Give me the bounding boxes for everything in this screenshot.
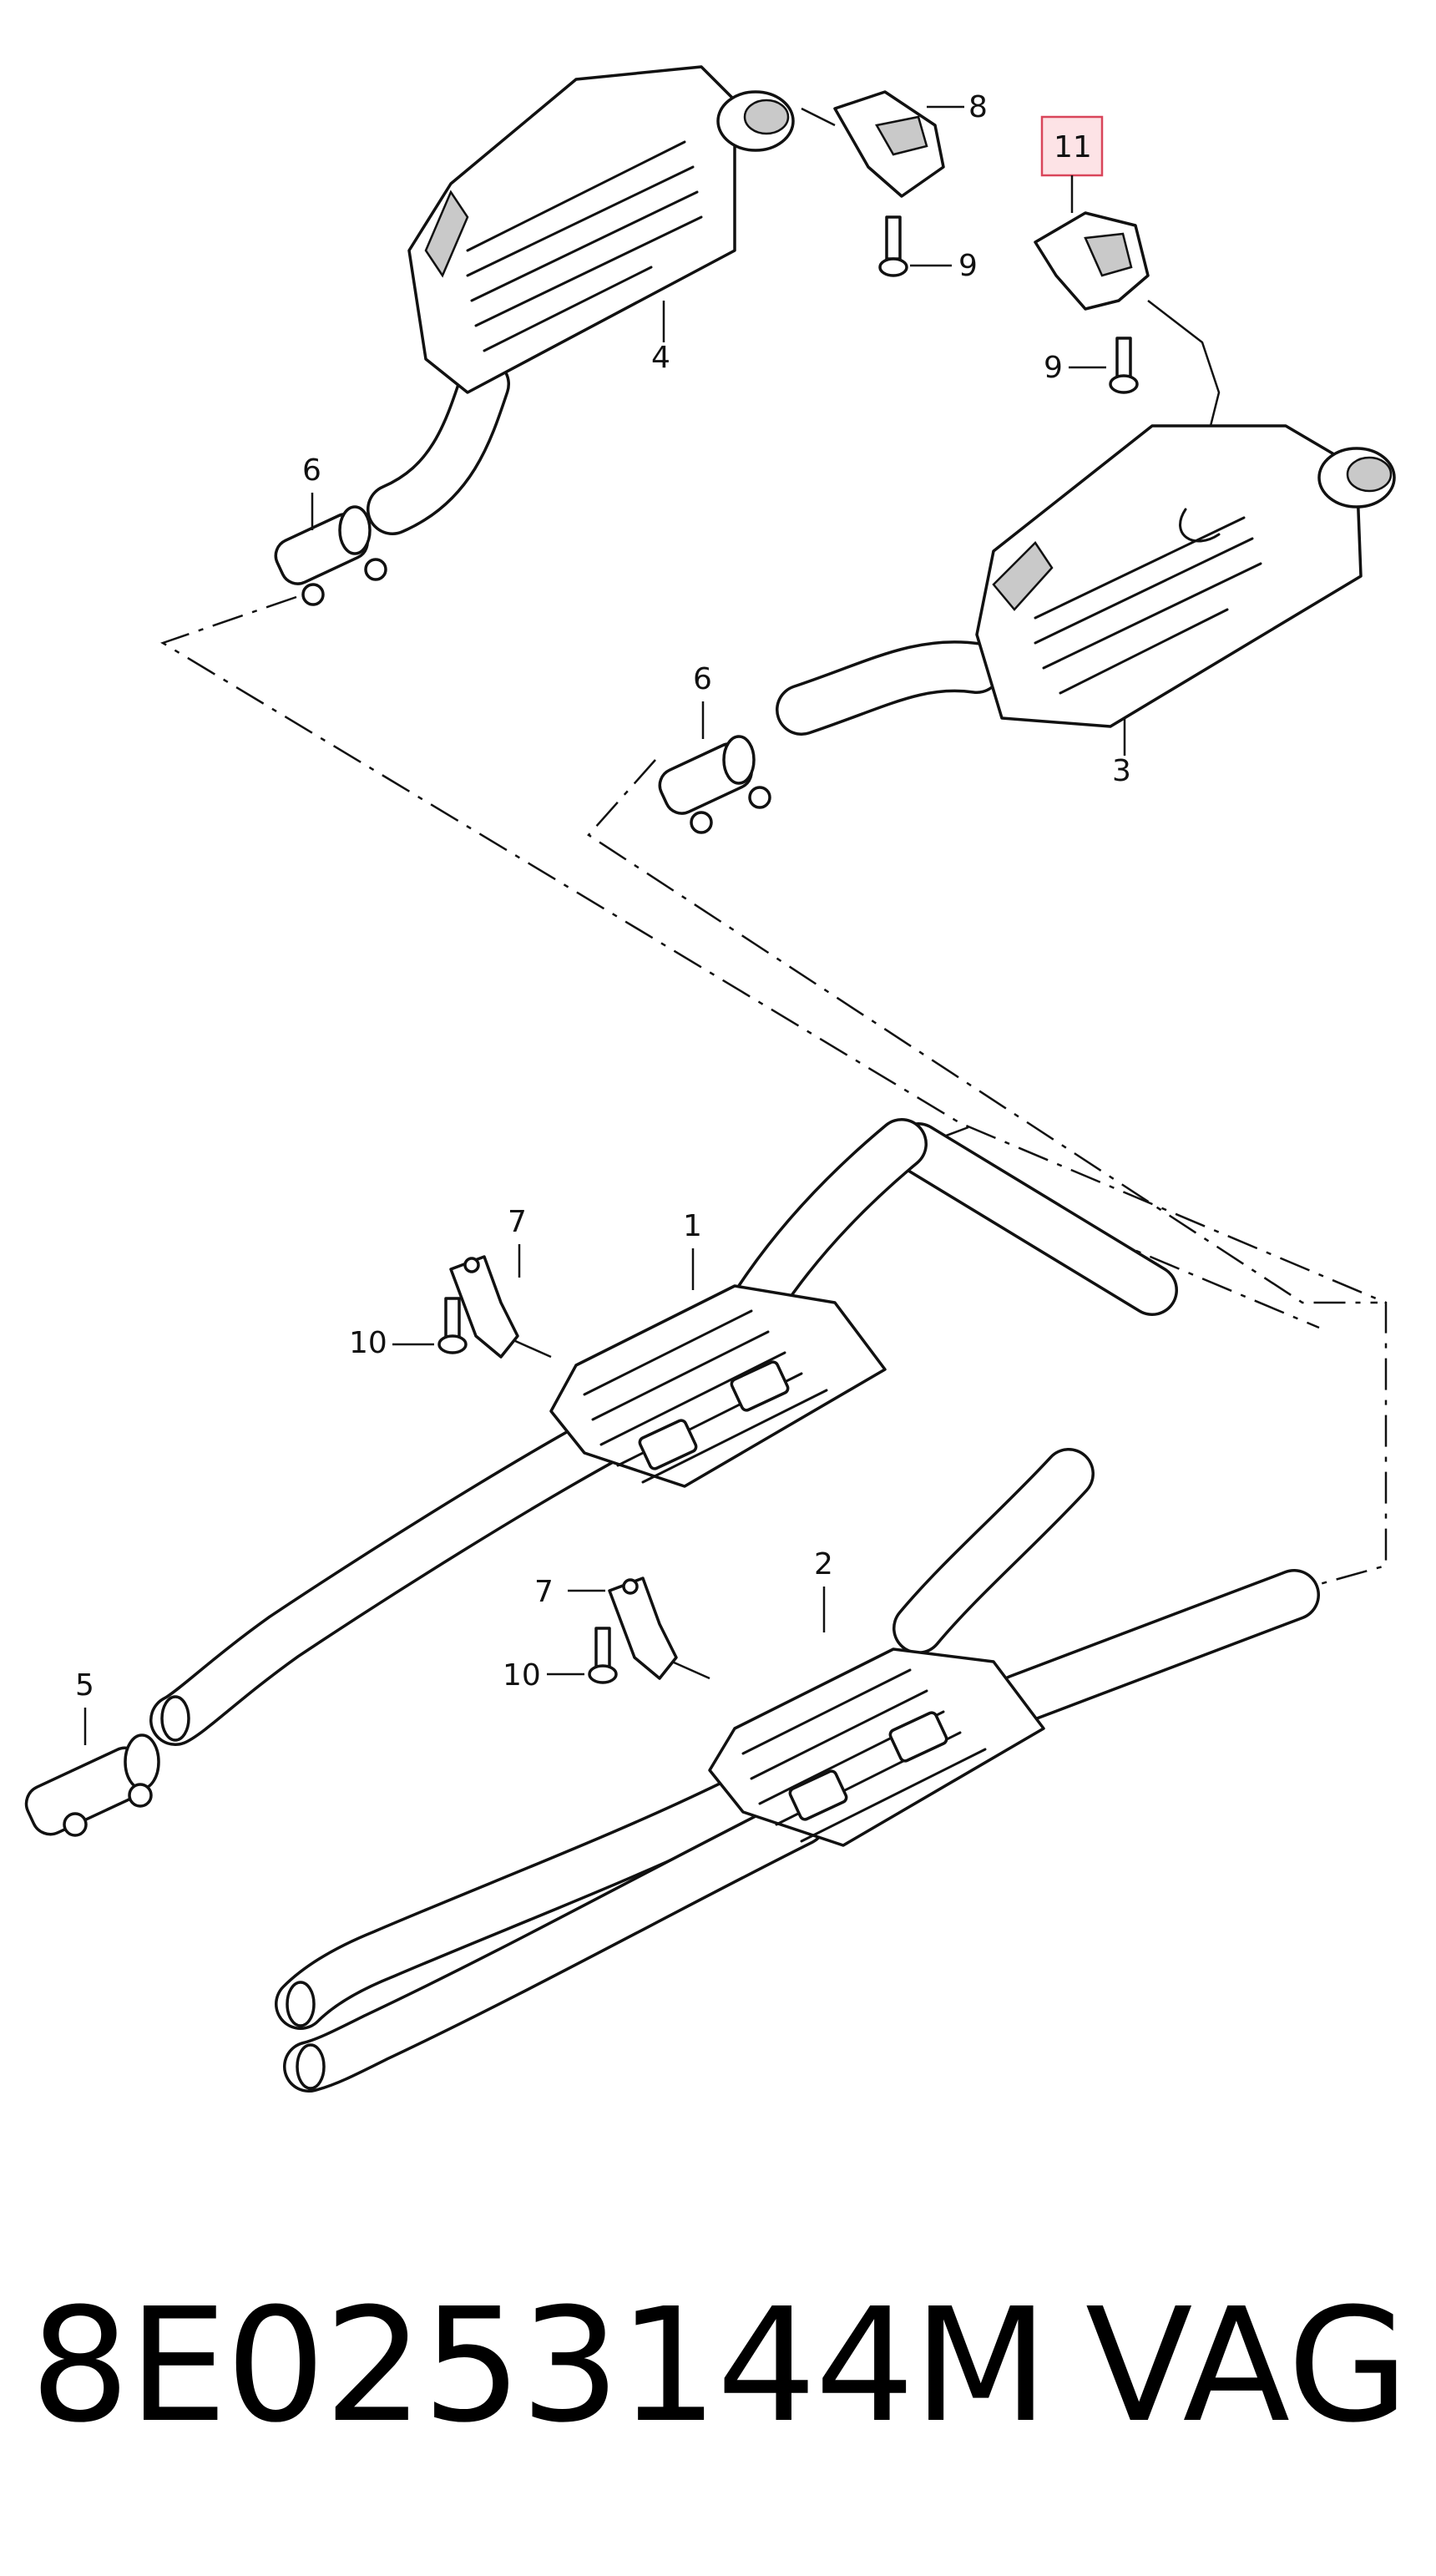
callout-3: 3 [1112,754,1131,788]
center-muffler-lower [275,1448,1320,2093]
pipe-clamp-5 [24,1733,160,1837]
hanger-bracket-7-lower [608,1576,710,1680]
bolt-10-lower [588,1627,618,1684]
part-number: 8E0253144M [30,2275,1049,2457]
footer: 8E0253144M VAG [0,2255,1436,2488]
exhaust-system-diagram: 4 6 8 9 11 9 [24,65,1396,2093]
callout-6-right: 6 [693,662,712,696]
callout-7-upper: 7 [508,1205,527,1239]
callout-9-right: 9 [1044,351,1063,385]
callout-10-lower: 10 [503,1658,541,1693]
hanger-bracket-11 [1034,211,1221,427]
rear-muffler-left [367,65,795,535]
bolt-9-right [1109,337,1139,394]
rear-muffler-right [776,424,1396,736]
callout-6-upper: 6 [302,453,321,488]
callout-1: 1 [683,1209,702,1243]
callout-7-lower: 7 [534,1575,554,1609]
callout-2: 2 [814,1547,833,1582]
callout-8: 8 [968,90,988,124]
hanger-bracket-8 [801,90,945,198]
bolt-10-upper [437,1297,468,1354]
callout-9-upper: 9 [958,249,978,283]
callout-4: 4 [651,341,670,375]
pipe-clamp-upper [274,505,387,606]
center-muffler-upper [149,1118,1178,1746]
hanger-bracket-7-upper [449,1255,552,1359]
pipe-clamp-right [658,735,771,834]
bolt-9-upper [878,215,908,277]
callout-10-upper: 10 [349,1326,387,1360]
callout-11: 11 [1054,130,1092,164]
callout-5: 5 [75,1668,94,1703]
connection-lines [160,595,1388,1588]
brand-name: VAG [1085,2275,1409,2457]
